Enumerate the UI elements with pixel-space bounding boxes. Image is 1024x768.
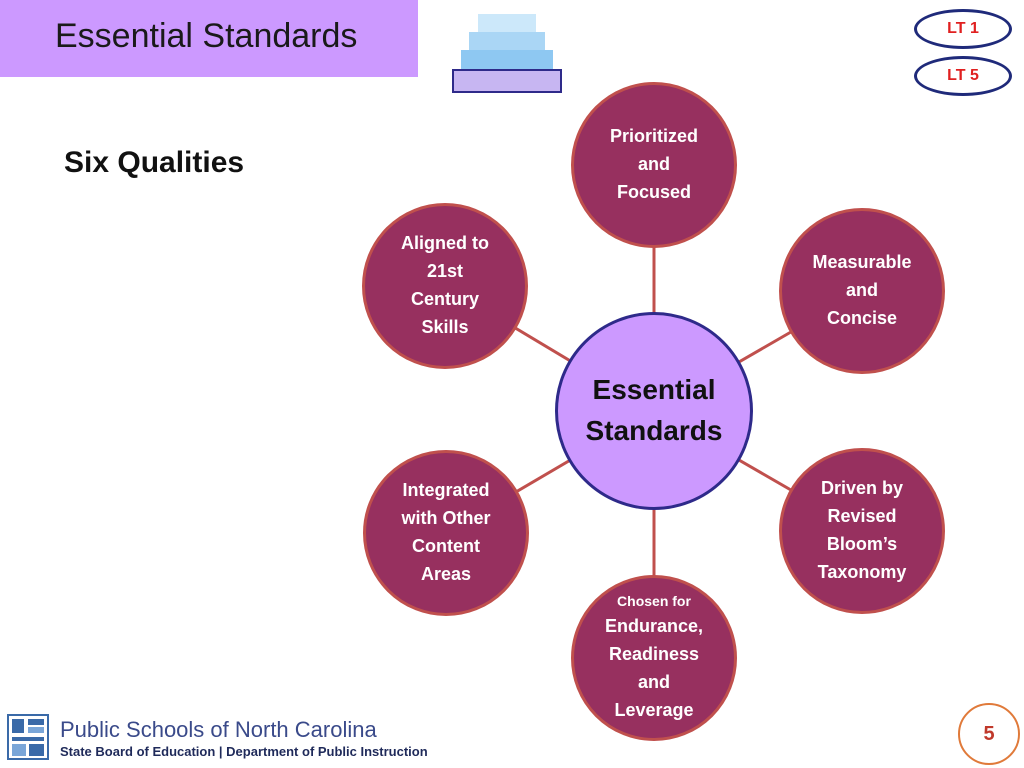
quality-node-upper-right: Measurable and Concise — [779, 208, 945, 374]
node-lower-left-line-3: Content — [412, 536, 480, 556]
nc-dpi-logo-icon — [7, 714, 49, 760]
footer-org-name: Public Schools of North Carolina — [60, 717, 377, 742]
node-top-line-3: Focused — [616, 181, 691, 202]
node-lower-left-line-4: Areas — [420, 563, 472, 584]
lt5-badge[interactable]: LT 5 — [914, 56, 1012, 96]
node-bottom-line-3: and — [637, 671, 670, 692]
slide-title: Essential Standards — [55, 17, 358, 55]
node-lower-left-line-1: Integrated — [402, 480, 490, 501]
node-lower-right-line-2: Revised — [827, 506, 897, 527]
title-bar: Essential Standards — [0, 0, 418, 77]
node-upper-left-line-2: 21st — [426, 261, 464, 282]
node-upper-right-line-1: Measurable — [812, 252, 912, 273]
node-bottom-line-1: Endurance, — [604, 616, 704, 637]
qualities-diagram: Prioritized and Focused Measurable and C… — [340, 80, 980, 760]
quality-node-lower-right: Driven by Revised Bloom’s Taxonomy — [779, 448, 945, 614]
node-bottom-small: Chosen for — [617, 593, 691, 610]
node-lower-right-line-4: Taxonomy — [817, 561, 907, 582]
center-line-2: Standards — [585, 415, 723, 446]
footer-org-subtitle: State Board of Education | Department of… — [60, 744, 428, 759]
node-upper-left-line-4: Skills — [421, 316, 469, 337]
node-upper-left-line-3: Century — [410, 289, 479, 309]
node-bottom-line-4: Leverage — [614, 699, 694, 720]
page-number: 5 — [958, 703, 1020, 765]
lt1-badge[interactable]: LT 1 — [914, 9, 1012, 49]
node-bottom-line-2: Readiness — [608, 643, 700, 664]
node-lower-left-line-2: with Other — [401, 508, 491, 529]
subtitle: Six Qualities — [64, 146, 245, 179]
quality-node-lower-left: Integrated with Other Content Areas — [363, 450, 529, 616]
center-node: Essential Standards — [555, 312, 753, 510]
quality-node-top: Prioritized and Focused — [571, 82, 737, 248]
center-line-1: Essential — [592, 374, 716, 406]
node-lower-right-line-3: Bloom’s — [826, 534, 898, 554]
node-top-line-1: Prioritized — [609, 126, 698, 147]
pyramid-icon — [452, 14, 562, 93]
node-upper-left-line-1: Aligned to — [401, 233, 489, 254]
node-upper-right-line-2: and — [845, 280, 878, 301]
node-top-line-2: and — [637, 154, 670, 175]
node-upper-right-line-3: Concise — [826, 307, 898, 328]
quality-node-upper-left: Aligned to 21st Century Skills — [362, 203, 528, 369]
quality-node-bottom: Chosen for Endurance, Readiness and Leve… — [571, 575, 737, 741]
node-lower-right-line-1: Driven by — [820, 478, 904, 499]
